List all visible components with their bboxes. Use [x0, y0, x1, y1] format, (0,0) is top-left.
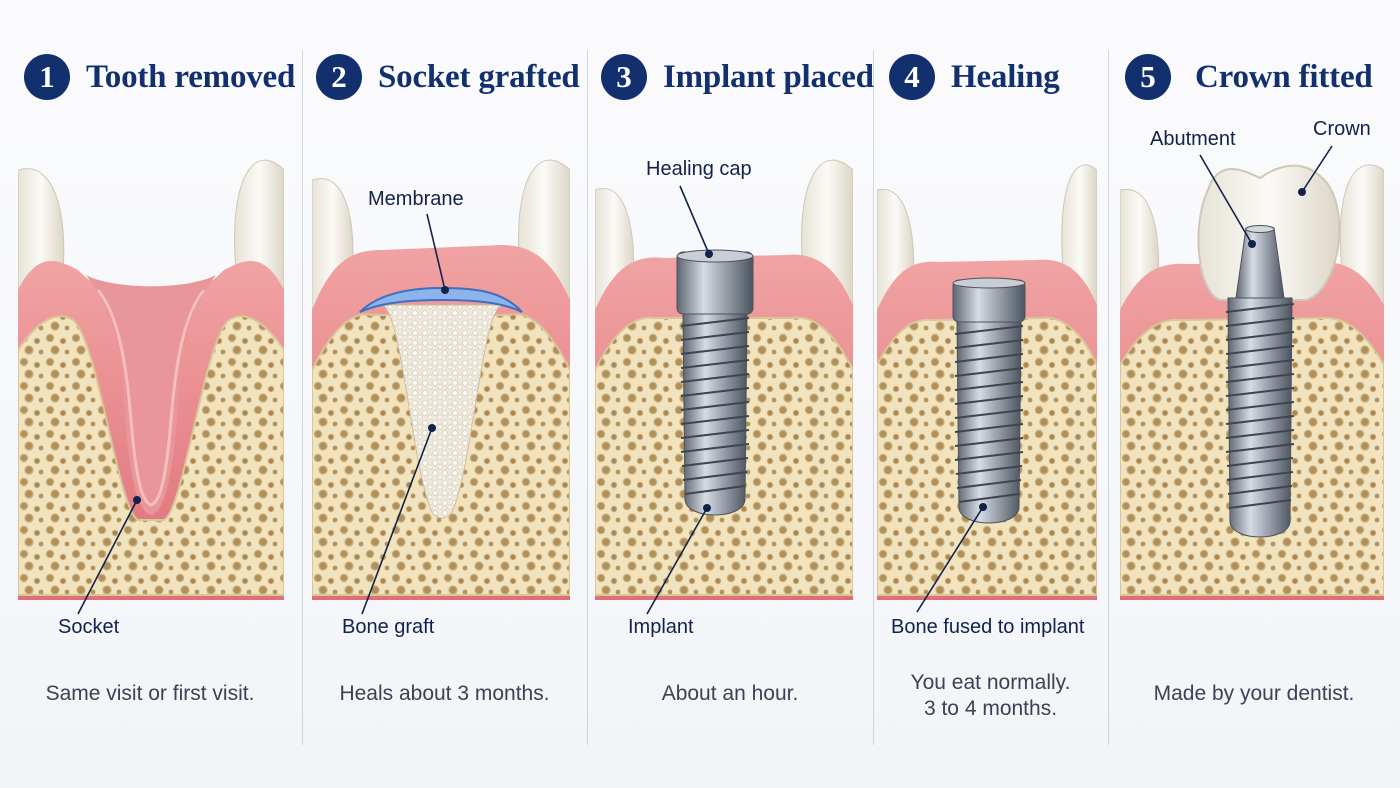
socket-grafted-illustration [312, 140, 570, 600]
bone-graft-label: Bone graft [342, 616, 435, 638]
step-caption: Same visit or first visit. [0, 681, 300, 707]
step-number-badge: 4 [889, 54, 935, 100]
step-5-header: 5 Crown fitted [1125, 52, 1373, 102]
caption-line: About an hour. [661, 682, 799, 705]
abutment-label: Abutment [1150, 128, 1236, 150]
step-5-panel: 5 Crown fitted [1108, 0, 1400, 788]
membrane-label: Membrane [368, 188, 464, 210]
step-4-header: 4 Healing [889, 52, 1060, 102]
crown-fitted-illustration [1120, 140, 1384, 600]
bone-fused-label: Bone fused to implant [891, 616, 1085, 638]
implant-placed-illustration [595, 140, 853, 600]
caption-line: Heals about 3 months. [339, 682, 550, 705]
caption-line: 3 to 4 months. [923, 697, 1058, 720]
step-1-header: 1 Tooth removed [24, 52, 295, 102]
crown-pointer-lines [1199, 145, 1333, 248]
step-3-header: 3 Implant placed [601, 52, 874, 102]
step-caption: Made by your dentist. [1108, 681, 1400, 707]
implant-pointer-lines [646, 185, 713, 615]
step-number-badge: 3 [601, 54, 647, 100]
crown-label: Crown [1313, 118, 1371, 140]
socket-label: Socket [58, 616, 120, 638]
healing-illustration [877, 140, 1097, 600]
step-title: Crown fitted [1195, 58, 1373, 95]
panel-divider [587, 50, 588, 745]
step-4-panel: 4 Healing [873, 0, 1108, 788]
step-caption: You eat normally. 3 to 4 months. [873, 670, 1108, 722]
step-title: Tooth removed [86, 58, 296, 95]
step-2-panel: 2 Socket grafted Membrane Bone graft Hea… [302, 0, 587, 788]
step-number-badge: 2 [316, 54, 362, 100]
step-number-badge: 1 [24, 54, 70, 100]
caption-line: Made by your dentist. [1153, 682, 1355, 705]
panel-divider [302, 50, 303, 745]
caption-line: Same visit or first visit. [45, 682, 255, 705]
step-title: Healing [951, 58, 1060, 95]
step-3-panel: 3 Implant placed [587, 0, 874, 788]
panel-divider [873, 50, 874, 745]
tooth-removed-illustration [18, 140, 284, 600]
fusion-pointer-line [916, 503, 987, 613]
step-caption: About an hour. [587, 681, 873, 707]
step-1-panel: 1 Tooth removed Socket Same visit or fir… [0, 0, 302, 788]
healing-cap-label: Healing cap [646, 158, 752, 180]
panel-divider [1108, 50, 1109, 745]
caption-line: You eat normally. [910, 671, 1071, 694]
graft-pointer-lines [361, 213, 449, 615]
step-caption: Heals about 3 months. [302, 681, 587, 707]
socket-pointer-line [77, 496, 141, 615]
implant-label: Implant [628, 616, 694, 638]
step-number-badge: 5 [1125, 54, 1171, 100]
step-2-header: 2 Socket grafted [316, 52, 580, 102]
step-title: Implant placed [663, 58, 874, 95]
step-title: Socket grafted [378, 58, 580, 95]
